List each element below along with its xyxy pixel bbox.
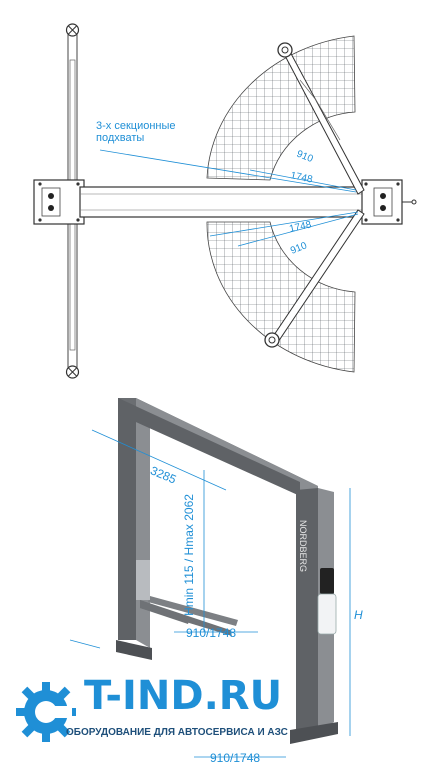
upper-swing-zone xyxy=(206,35,356,181)
dim-lower-a: 1748 xyxy=(288,219,312,234)
dim-upper-b: 1748 xyxy=(289,170,313,185)
logo-subtitle: ОБОРУДОВАНИЕ ДЛЯ АВТОСЕРВИСА И АЗС xyxy=(66,727,288,738)
left-column-base xyxy=(33,179,85,225)
top-crossbeam xyxy=(79,186,371,218)
lift-top-view: 910 1748 1748 910 xyxy=(33,23,417,379)
arm-section-note: 3-х секционные подхваты xyxy=(96,120,176,144)
lift-front-view: NORDBERG xyxy=(69,398,351,758)
logo-main: T-IND.RU xyxy=(84,673,283,719)
right-swing-arms xyxy=(264,42,365,348)
brand-label: NORDBERG xyxy=(298,520,308,572)
dim-upper-a: 910 xyxy=(295,149,315,166)
height-range-dimension: Hmin 115 / Hmax 2062 xyxy=(181,494,196,616)
right-column-base xyxy=(361,179,417,225)
lower-swing-zone xyxy=(206,221,356,373)
height-symbol: H xyxy=(354,608,363,622)
dim-lower-b: 910 xyxy=(289,240,309,257)
reach-dimension-bottom: 910/1748 xyxy=(210,751,261,765)
front-dimension-lines xyxy=(69,429,351,758)
gear-logo-icon xyxy=(16,682,76,742)
reach-dimension: 910/1748 xyxy=(186,626,237,640)
dimension-lines xyxy=(99,149,359,247)
